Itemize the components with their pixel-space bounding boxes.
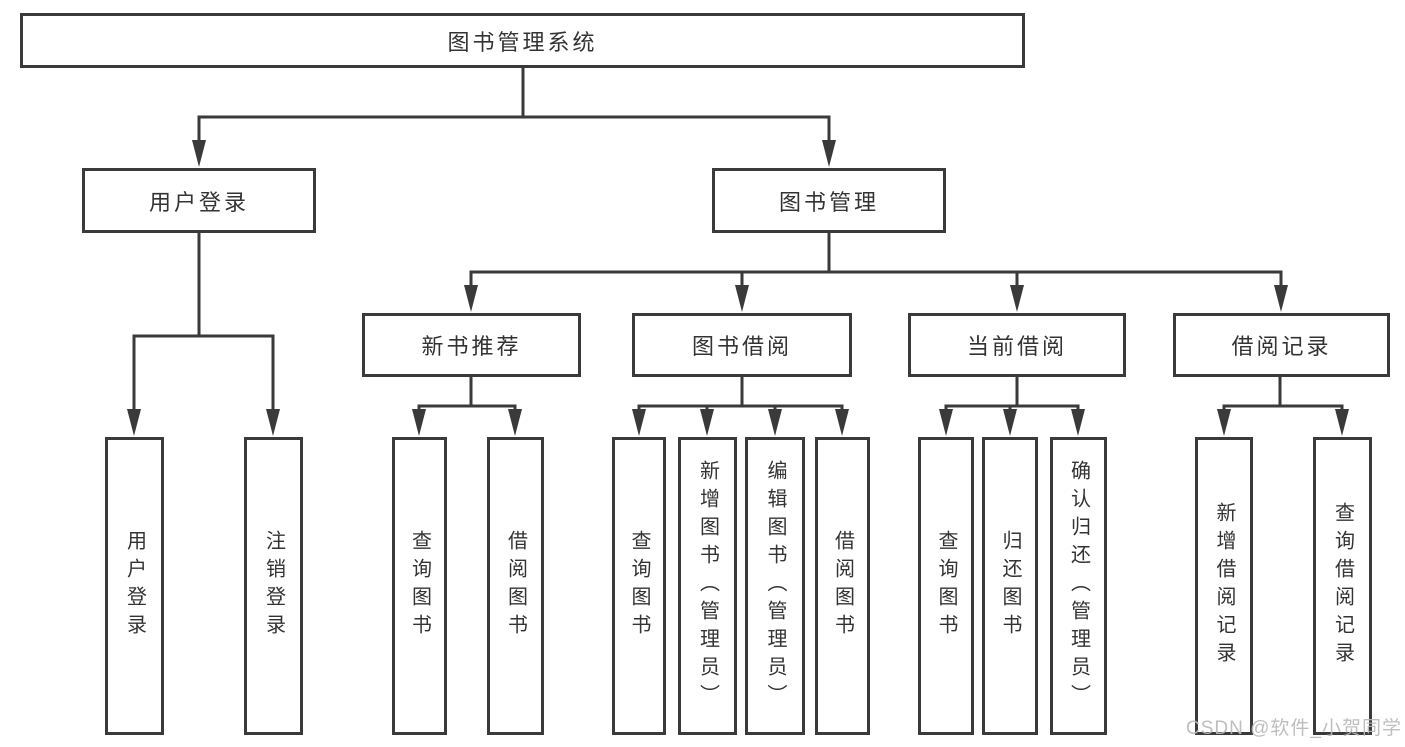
node-leaf-borrow-books-recommend: 借阅图书 xyxy=(487,437,544,735)
node-leaf-logout: 注销登录 xyxy=(244,437,303,735)
node-label: 注销登录 xyxy=(262,530,285,642)
node-label: 编辑图书（管理员） xyxy=(764,460,786,712)
node-leaf-edit-books-admin: 编辑图书（管理员） xyxy=(745,437,805,735)
node-borrowing-records: 借阅记录 xyxy=(1173,313,1390,377)
node-leaf-add-books-admin: 新增图书（管理员） xyxy=(678,437,737,735)
node-label: 图书管理系统 xyxy=(447,29,598,55)
node-user-login: 用户登录 xyxy=(82,168,316,233)
node-label: 借阅图书 xyxy=(504,530,527,642)
node-leaf-return-books: 归还图书 xyxy=(982,437,1038,735)
node-label: 图书管理 xyxy=(778,189,879,215)
node-leaf-query-books-recommend: 查询图书 xyxy=(392,437,447,735)
node-label: 借阅图书 xyxy=(831,530,854,642)
node-book-borrowing: 图书借阅 xyxy=(632,313,852,377)
node-label: 归还图书 xyxy=(999,530,1021,642)
node-label: 查询图书 xyxy=(628,530,650,642)
node-leaf-query-borrow-record: 查询借阅记录 xyxy=(1313,437,1372,735)
node-label: 图书借阅 xyxy=(691,334,792,359)
node-label: 用户登录 xyxy=(148,189,249,215)
node-label: 当前借阅 xyxy=(966,334,1067,359)
node-label: 查询借阅记录 xyxy=(1331,502,1354,670)
node-current-borrowing: 当前借阅 xyxy=(908,313,1126,377)
node-book-management-system: 图书管理系统 xyxy=(20,13,1025,68)
node-label: 借阅记录 xyxy=(1231,334,1332,359)
node-label: 新增图书（管理员） xyxy=(696,460,719,712)
node-label: 用户登录 xyxy=(123,530,146,642)
node-leaf-add-borrow-record: 新增借阅记录 xyxy=(1195,437,1253,735)
node-leaf-confirm-return-admin: 确认归还（管理员） xyxy=(1050,437,1107,735)
node-leaf-borrow-books-borrowing: 借阅图书 xyxy=(815,437,870,735)
node-label: 查询图书 xyxy=(935,530,957,642)
node-label: 新增借阅记录 xyxy=(1213,502,1235,670)
node-label: 确认归还（管理员） xyxy=(1067,460,1090,712)
watermark: CSDN @软件_小贺同学 xyxy=(1186,718,1402,739)
node-leaf-query-books-borrowing: 查询图书 xyxy=(612,437,666,735)
node-label: 新书推荐 xyxy=(421,334,522,359)
node-leaf-query-books-current: 查询图书 xyxy=(918,437,974,735)
node-label: 查询图书 xyxy=(408,530,431,642)
node-book-management: 图书管理 xyxy=(712,168,946,233)
node-leaf-user-login: 用户登录 xyxy=(105,437,164,735)
node-new-book-recommendation: 新书推荐 xyxy=(362,313,581,377)
